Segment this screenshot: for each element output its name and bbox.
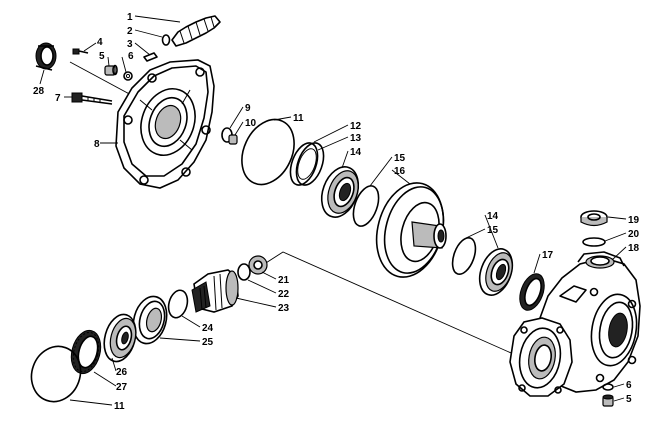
callout-3: 3 [127,39,133,50]
part-bearing-upper [320,166,360,218]
part-boot [171,15,221,47]
callout-13: 13 [350,133,362,144]
callout-24: 24 [202,323,214,334]
callout-11: 11 [293,113,304,124]
callout-14-lower: 14 [487,211,499,222]
callout-4: 4 [97,37,103,48]
callout-18: 18 [628,243,640,254]
part-washer [123,71,133,81]
callout-9: 9 [245,103,251,114]
part-screw-small [72,48,89,55]
part-pinion-washer [237,263,251,281]
callout-15: 15 [394,153,406,164]
part-pin [143,52,158,62]
callout-1: 1 [127,12,133,23]
part-clamp [161,34,171,46]
callout-23: 23 [278,303,290,314]
part-fill-cap [580,210,608,227]
callout-5-lower: 5 [626,394,632,405]
part-seal-ring-b [295,142,325,186]
callout-8: 8 [94,139,100,150]
callout-19: 19 [628,215,640,226]
part-drain-plug [602,394,614,407]
part-seal-ring-a [289,142,319,186]
callout-10: 10 [245,118,257,129]
part-plug [104,64,118,76]
callout-27: 27 [116,382,128,393]
part-shim-lower [451,237,477,275]
callout-20: 20 [628,229,640,240]
callout-14: 14 [350,147,362,158]
callout-leaders [39,15,627,406]
part-pinion-gear [191,269,239,313]
part-shim-upper [352,185,380,227]
part-cover-housing [115,59,215,189]
part-spacer-ring [167,289,189,319]
callout-5: 5 [99,51,105,62]
callout-21: 21 [278,275,290,286]
callout-6-lower: 6 [626,380,632,391]
part-gear-housing [509,251,641,397]
part-seal-cap [35,42,57,71]
part-pinion-nut [248,255,268,275]
part-bearing-lower [478,248,514,296]
callout-12: 12 [350,121,362,132]
part-cap-washer [582,237,606,247]
part-oring-upper [241,118,295,186]
callout-25: 25 [202,337,214,348]
part-oring-lower [30,345,82,403]
callout-22: 22 [278,289,290,300]
part-pinion-bearing [132,295,168,345]
callout-26: 26 [116,367,128,378]
part-outer-bearing [103,313,137,363]
callout-labels: 1 2 3 4 5 6 7 8 9 10 11 12 13 14 15 16 1… [33,12,640,412]
part-ring-gear [375,182,447,278]
callout-7: 7 [55,93,61,104]
callout-15-lower: 15 [487,225,499,236]
part-seal [519,273,545,311]
callout-17: 17 [542,250,554,261]
part-drain-washer [602,383,614,391]
part-fill-plug [221,127,238,145]
callout-2: 2 [127,26,133,37]
callout-6: 6 [128,51,134,62]
callout-11-lower: 11 [114,401,125,412]
callout-16: 16 [394,166,406,177]
part-bolt [71,92,113,105]
callout-28: 28 [33,86,45,97]
